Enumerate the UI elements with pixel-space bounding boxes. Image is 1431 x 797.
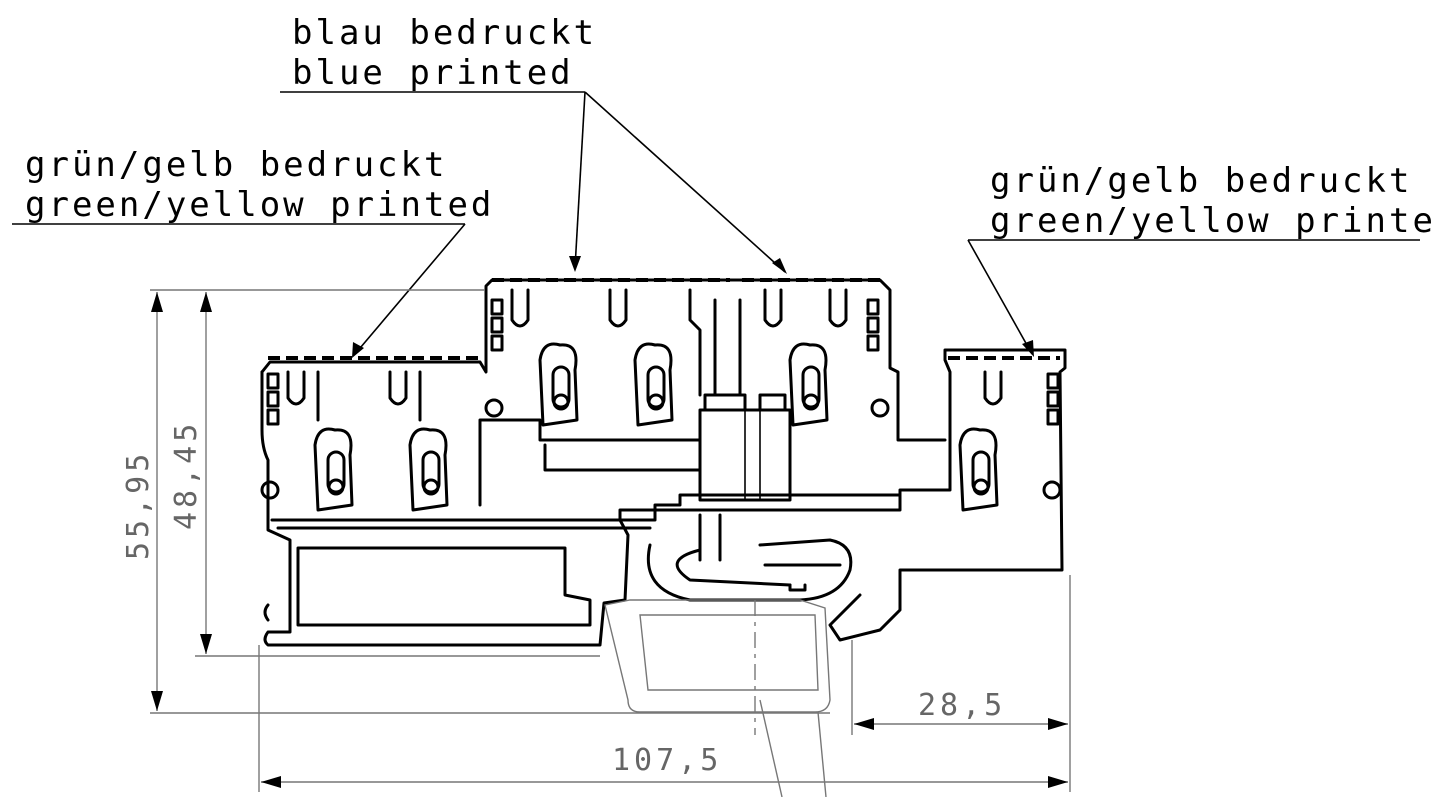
dimension-inner-height: 48,45 — [169, 420, 204, 530]
clamp-3 — [538, 342, 579, 427]
dimension-lines: 55,95 48,45 107,5 28,5 — [121, 289, 1071, 797]
side-ribs — [266, 298, 1060, 426]
terminal-block-body — [260, 278, 1067, 647]
blue-printed-annotation: blau bedruckt blue printed — [280, 13, 787, 274]
green-yellow-left-annotation: grün/gelb bedruckt green/yellow printed — [12, 145, 494, 358]
clamp-4 — [633, 342, 674, 427]
dimension-rail-offset: 28,5 — [918, 688, 1006, 723]
clamp-6 — [958, 427, 999, 512]
din-rail — [604, 599, 831, 735]
clamp-1 — [313, 427, 354, 512]
spring-clamps — [313, 342, 999, 512]
green-right-label-de: grün/gelb bedruckt — [990, 161, 1412, 201]
dimension-total-width: 107,5 — [612, 743, 722, 778]
clamp-posts — [286, 288, 1003, 422]
blue-label-en: blue printed — [292, 53, 574, 93]
clamp-2 — [408, 427, 449, 512]
green-left-label-de: grün/gelb bedruckt — [25, 145, 447, 185]
dimension-total-height: 55,95 — [121, 450, 156, 560]
mounting-holes — [260, 398, 1062, 500]
clamp-5 — [788, 342, 829, 427]
green-yellow-right-annotation: grün/gelb bedruckt green/yellow printed — [967, 161, 1431, 357]
green-left-label-en: green/yellow printed — [25, 185, 494, 225]
green-right-label-en: green/yellow printed — [990, 201, 1431, 241]
blue-label-de: blau bedruckt — [292, 13, 597, 53]
